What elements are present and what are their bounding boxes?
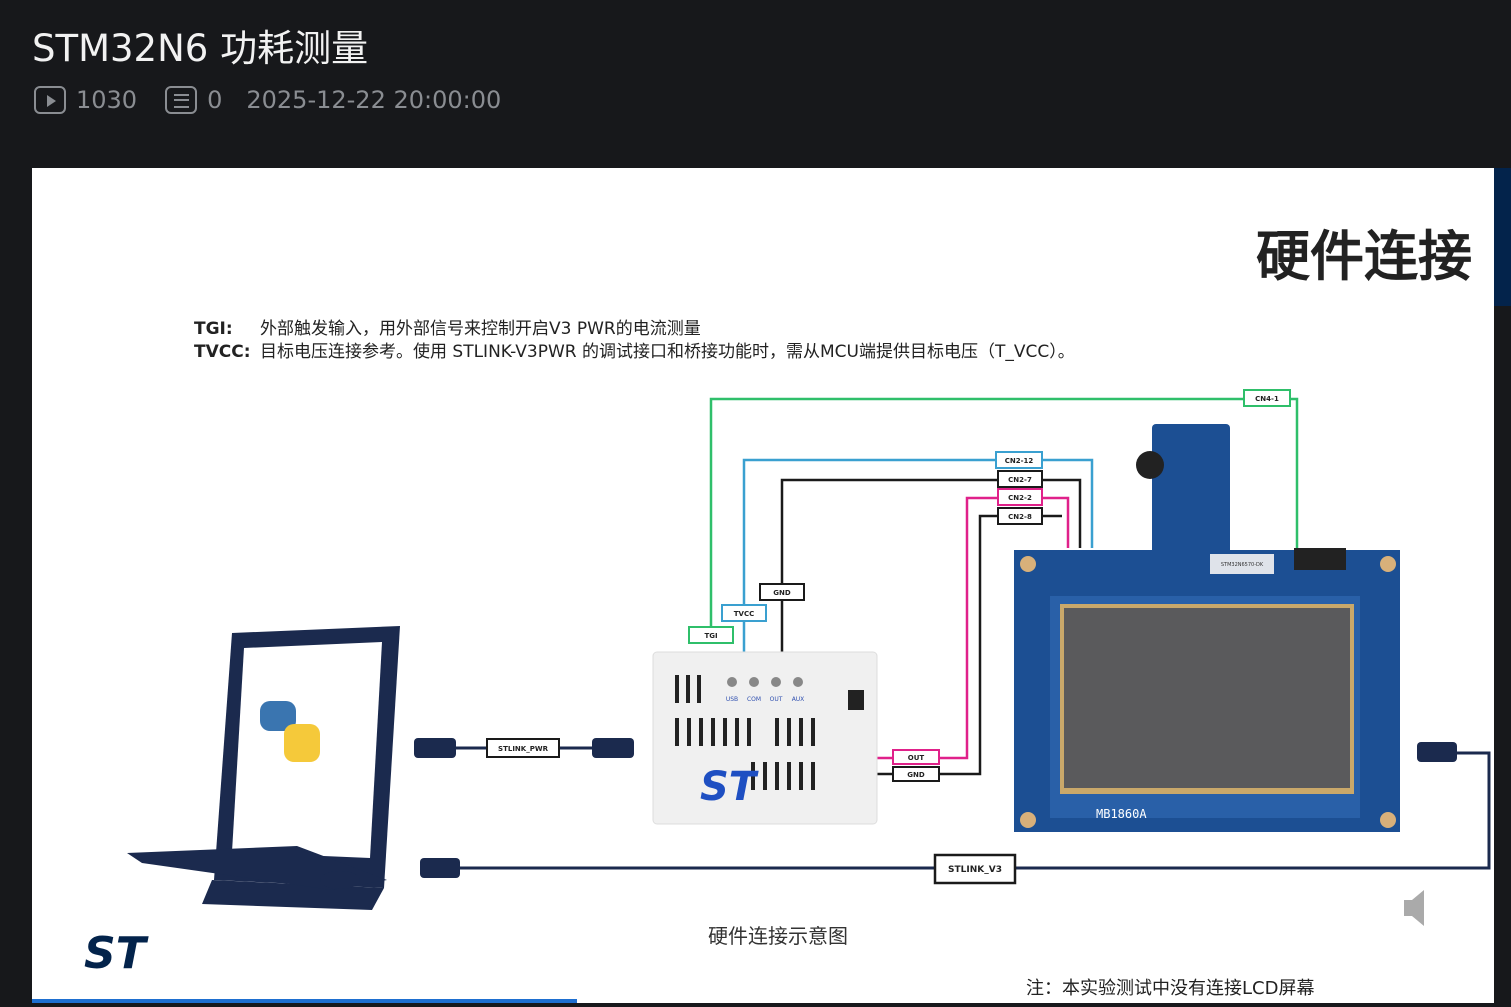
st-logo-icon: ST <box>700 764 759 810</box>
svg-text:STLINK_PWR: STLINK_PWR <box>498 745 549 753</box>
usb-plug <box>414 738 456 758</box>
video-meta: 1030 0 2025-12-22 20:00:00 <box>34 86 501 114</box>
svg-text:CN2-2: CN2-2 <box>1008 494 1032 502</box>
python-logo-icon <box>260 701 320 762</box>
st-logo-icon: ST <box>84 928 146 979</box>
svg-text:STLINK_V3: STLINK_V3 <box>948 865 1002 875</box>
cn2-12-label: CN2-12 <box>995 451 1043 469</box>
svg-text:USB: USB <box>726 696 738 703</box>
stlink-v3pwr-device: USB COM OUT AUX ST <box>652 651 878 825</box>
gnd-top-label: GND <box>759 583 805 601</box>
tvcc-label: TVCC: <box>194 342 251 362</box>
usb-plug <box>1417 742 1457 762</box>
lcd-screen <box>1064 608 1350 788</box>
svg-text:GND: GND <box>773 589 791 597</box>
usb-plug <box>420 858 460 878</box>
tvcc-text: 目标电压连接参考。使用 STLINK-V3PWR 的调试接口和桥接功能时，需从M… <box>260 342 1075 362</box>
svg-text:CN4-1: CN4-1 <box>1255 395 1279 403</box>
video-progress-bar[interactable] <box>32 999 578 1003</box>
svg-text:CN2-12: CN2-12 <box>1005 457 1034 465</box>
cn2-2-label: CN2-2 <box>997 488 1043 506</box>
svg-text:OUT: OUT <box>770 696 783 703</box>
tgi-text: 外部触发输入，用外部信号来控制开启V3 PWR的电流测量 <box>260 319 701 339</box>
svg-text:TGI: TGI <box>704 632 717 640</box>
view-count: 1030 <box>76 86 138 114</box>
tgi-label: TGI <box>688 626 734 644</box>
stlink-v3-label: STLINK_V3 <box>933 853 1017 885</box>
video-title: STM32N6 功耗测量 <box>32 27 369 70</box>
svg-text:MB1860A: MB1860A <box>1096 807 1147 821</box>
comment-count: 0 <box>207 86 223 114</box>
diagram-caption: 硬件连接示意图 <box>708 924 848 948</box>
video-player[interactable]: 硬件连接 TGI: 外部触发输入，用外部信号来控制开启V3 PWR的电流测量 TV… <box>32 168 1494 1003</box>
svg-text:CN2-7: CN2-7 <box>1008 476 1032 484</box>
side-accent-bar <box>1494 168 1511 306</box>
slide-title: 硬件连接 <box>1256 225 1472 288</box>
usb-plug <box>592 738 634 758</box>
svg-text:STM32N6570-DK: STM32N6570-DK <box>1221 562 1264 568</box>
stlink-pwr-label: STLINK_PWR <box>486 738 560 758</box>
stm32n6-dk-board: STM32N6570-DK MB1860A <box>1014 424 1400 832</box>
gnd-label: GND <box>892 766 940 782</box>
svg-text:OUT: OUT <box>908 754 925 762</box>
publish-date: 2025-12-22 20:00:00 <box>246 86 502 114</box>
slide-description: TGI: 外部触发输入，用外部信号来控制开启V3 PWR的电流测量 TVCC: 目标… <box>194 318 1075 364</box>
svg-text:CN2-8: CN2-8 <box>1008 513 1032 521</box>
hardware-diagram: CN4-1 CN2-12 CN2-7 CN2-2 CN2-8 GND TVCC … <box>127 389 1491 926</box>
gnd-wire <box>780 478 1082 652</box>
tvcc-wire <box>742 458 1094 656</box>
play-count-icon <box>34 86 66 114</box>
out-label: OUT <box>892 749 940 765</box>
svg-text:AUX: AUX <box>792 696 805 703</box>
computer-illustration <box>127 626 400 910</box>
svg-text:GND: GND <box>907 771 925 779</box>
tvcc-label: TVCC <box>721 604 767 622</box>
cn4-1-label: CN4-1 <box>1243 389 1291 407</box>
slide-note: 注：本实验测试中没有连接LCD屏幕 <box>1026 978 1315 999</box>
camera-module <box>1152 424 1230 554</box>
tgi-label: TGI: <box>194 319 233 339</box>
cn2-7-label: CN2-7 <box>997 470 1043 488</box>
svg-text:TVCC: TVCC <box>734 610 754 618</box>
danmaku-icon <box>165 86 198 114</box>
svg-text:COM: COM <box>747 696 761 703</box>
speaker-icon <box>1404 890 1424 926</box>
tgi-wire <box>709 397 1299 635</box>
cn2-8-label: CN2-8 <box>997 507 1043 525</box>
